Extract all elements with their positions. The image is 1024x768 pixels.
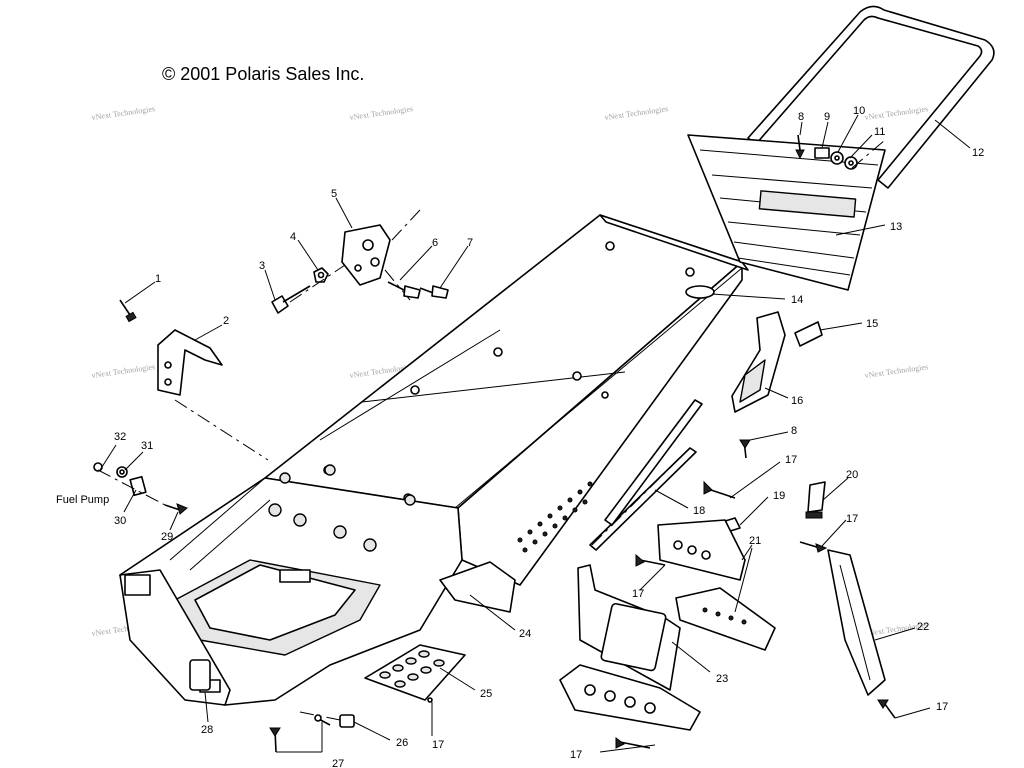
part-9-spacer <box>814 147 830 159</box>
part-17-rivet <box>427 697 433 703</box>
part-30-bracket <box>129 475 147 497</box>
callout-26: 26 <box>396 737 408 749</box>
part-29-bolt <box>164 503 188 515</box>
callout-5: 5 <box>331 188 337 200</box>
part-20-stud <box>805 481 826 519</box>
callout-17: 17 <box>936 701 948 713</box>
callout-8: 8 <box>791 425 797 437</box>
part-28-engine-mount <box>189 659 211 691</box>
part-8-rivet-upper <box>795 134 805 160</box>
part-27-bolt <box>269 714 331 753</box>
callout-31: 31 <box>141 440 153 452</box>
part-8-rivet-lower <box>739 439 751 459</box>
part-11-nut <box>844 156 858 170</box>
part-22-side-panel <box>827 549 886 696</box>
callout-6: 6 <box>432 237 438 249</box>
callout-1: 1 <box>155 273 161 285</box>
part-6-bolt <box>387 281 421 299</box>
part-17-rivet <box>703 480 736 499</box>
chassis-tunnel <box>264 214 749 586</box>
part-17-rivet <box>799 541 828 553</box>
part-17-rivet <box>615 737 651 749</box>
copyright-notice: © 2001 Polaris Sales Inc. <box>162 64 365 84</box>
part-17-rivet <box>635 553 666 567</box>
callout-28: 28 <box>201 724 213 736</box>
part-18-slide-rail <box>589 399 703 551</box>
callout-25: 25 <box>480 688 492 700</box>
bulkhead-grommets <box>268 464 416 552</box>
callout-22: 22 <box>917 621 929 633</box>
callout-10: 10 <box>853 105 865 117</box>
part-5-mount-bracket <box>341 224 391 286</box>
part-10-washer <box>830 151 844 165</box>
callout-12: 12 <box>972 147 984 159</box>
callout-11: 11 <box>874 126 885 138</box>
part-2-bracket <box>157 329 223 396</box>
callout-9: 9 <box>824 111 830 123</box>
part-21-bracket-lower <box>675 587 776 651</box>
callout-17: 17 <box>632 588 644 600</box>
part-13-rear-flap <box>687 134 886 291</box>
callout-16: 16 <box>791 395 803 407</box>
part-14-bumper-fastener <box>685 285 715 299</box>
callout-numbers: 1 2 3 4 5 6 7 8 9 10 11 12 13 14 15 16 8… <box>56 105 984 768</box>
watermark: vNext Technologies <box>91 362 156 380</box>
leader-lines <box>99 114 971 753</box>
callout-30: 30 <box>114 515 126 527</box>
callout-23: 23 <box>716 673 728 685</box>
part-31-washer <box>116 466 128 478</box>
callout-8: 8 <box>798 111 804 123</box>
part-1-bolt <box>119 299 137 323</box>
callout-20: 20 <box>846 469 858 481</box>
part-4-nut <box>313 267 329 283</box>
side-vent-pattern <box>517 481 593 553</box>
part-15-reflector <box>794 321 823 347</box>
callout-17: 17 <box>785 454 797 466</box>
callout-7: 7 <box>467 237 473 249</box>
callout-13: 13 <box>890 221 902 233</box>
part-26-spacer <box>299 711 355 728</box>
callout-17: 17 <box>570 749 582 761</box>
part-24-skid-bracket <box>439 561 516 613</box>
callout-21: 21 <box>749 535 761 547</box>
callout-15: 15 <box>866 318 878 330</box>
callout-29: 29 <box>161 531 173 543</box>
watermark: vNext Technologies <box>864 362 929 380</box>
part-23-side-bracket <box>559 564 701 731</box>
part-25-skid-plate <box>364 644 466 701</box>
callout-17: 17 <box>432 739 444 751</box>
callout-32: 32 <box>114 431 126 443</box>
part-12-rear-grab-bar <box>747 5 995 189</box>
part-16-side-footrest <box>731 311 786 413</box>
callout-27: 27 <box>332 758 344 768</box>
callout-2: 2 <box>223 315 229 327</box>
callout-19: 19 <box>773 490 785 502</box>
part-17-rivet <box>877 699 896 719</box>
callout-18: 18 <box>693 505 705 517</box>
watermark: vNext Technologies <box>864 104 929 122</box>
callout-17: 17 <box>846 513 858 525</box>
watermark: vNext Technologies <box>91 104 156 122</box>
callout-3: 3 <box>259 260 265 272</box>
part-32-nut <box>93 462 103 472</box>
front-bulkhead <box>119 464 463 706</box>
part-3-bolt <box>271 285 311 314</box>
part-21-bracket-upper <box>657 519 746 581</box>
part-7-bolt <box>419 285 449 299</box>
fuel-pump-label: Fuel Pump <box>56 494 109 506</box>
callout-24: 24 <box>519 628 531 640</box>
callout-14: 14 <box>791 294 803 306</box>
watermark: vNext Technologies <box>349 104 414 122</box>
callout-4: 4 <box>290 231 296 243</box>
watermark: vNext Technologies <box>604 104 669 122</box>
skid-plate-holes <box>379 650 445 688</box>
